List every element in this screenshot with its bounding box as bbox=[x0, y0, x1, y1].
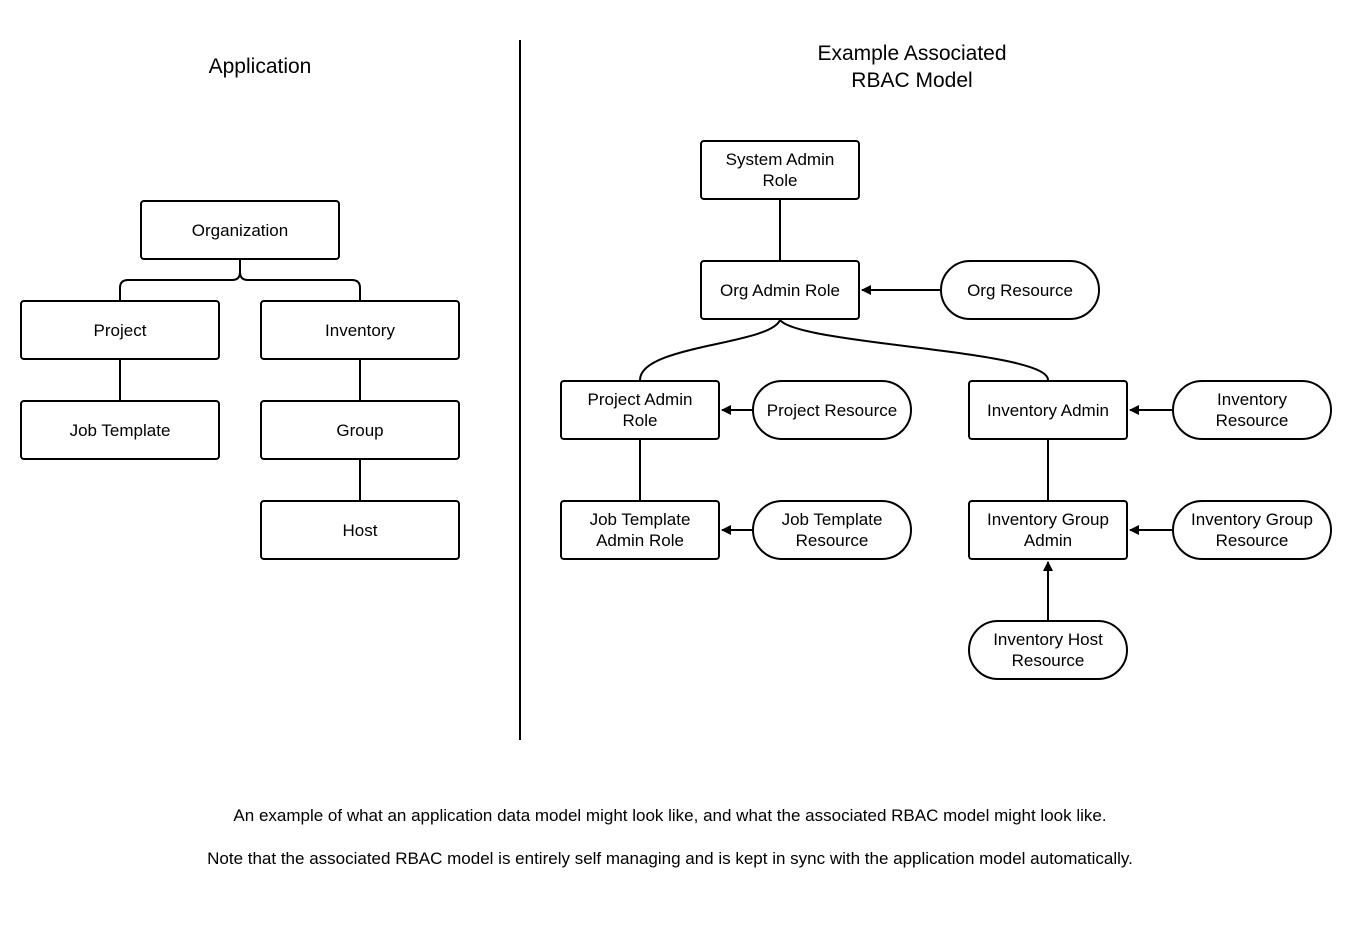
node-project-resource: Project Resource bbox=[752, 380, 912, 440]
node-org-resource: Org Resource bbox=[940, 260, 1100, 320]
node-inventory-group-resource: Inventory Group Resource bbox=[1172, 500, 1332, 560]
caption-description: An example of what an application data m… bbox=[233, 806, 1107, 825]
section-divider bbox=[519, 40, 521, 740]
edge-organization-project bbox=[119, 260, 241, 300]
edge-organization-inventory bbox=[239, 260, 361, 300]
node-organization: Organization bbox=[140, 200, 340, 260]
node-inventory-resource: Inventory Resource bbox=[1172, 380, 1332, 440]
node-job-template-admin-role: Job Template Admin Role bbox=[560, 500, 720, 560]
node-project-admin-role: Project Admin Role bbox=[560, 380, 720, 440]
node-job-template: Job Template bbox=[20, 400, 220, 460]
node-inventory: Inventory bbox=[260, 300, 460, 360]
node-inventory-host-resource: Inventory Host Resource bbox=[968, 620, 1128, 680]
node-project: Project bbox=[20, 300, 220, 360]
node-job-template-resource: Job Template Resource bbox=[752, 500, 912, 560]
rbac-model-title: Example Associated RBAC Model bbox=[817, 42, 1007, 92]
application-title: Application bbox=[208, 55, 312, 78]
node-host: Host bbox=[260, 500, 460, 560]
node-group: Group bbox=[260, 400, 460, 460]
node-system-admin-role: System Admin Role bbox=[700, 140, 860, 200]
node-inventory-group-admin: Inventory Group Admin bbox=[968, 500, 1128, 560]
edge-org-admin-inventory-admin bbox=[779, 319, 1049, 381]
node-inventory-admin: Inventory Admin bbox=[968, 380, 1128, 440]
caption-note: Note that the associated RBAC model is e… bbox=[207, 849, 1133, 868]
edge-org-admin-project-admin bbox=[639, 319, 781, 381]
node-org-admin-role: Org Admin Role bbox=[700, 260, 860, 320]
